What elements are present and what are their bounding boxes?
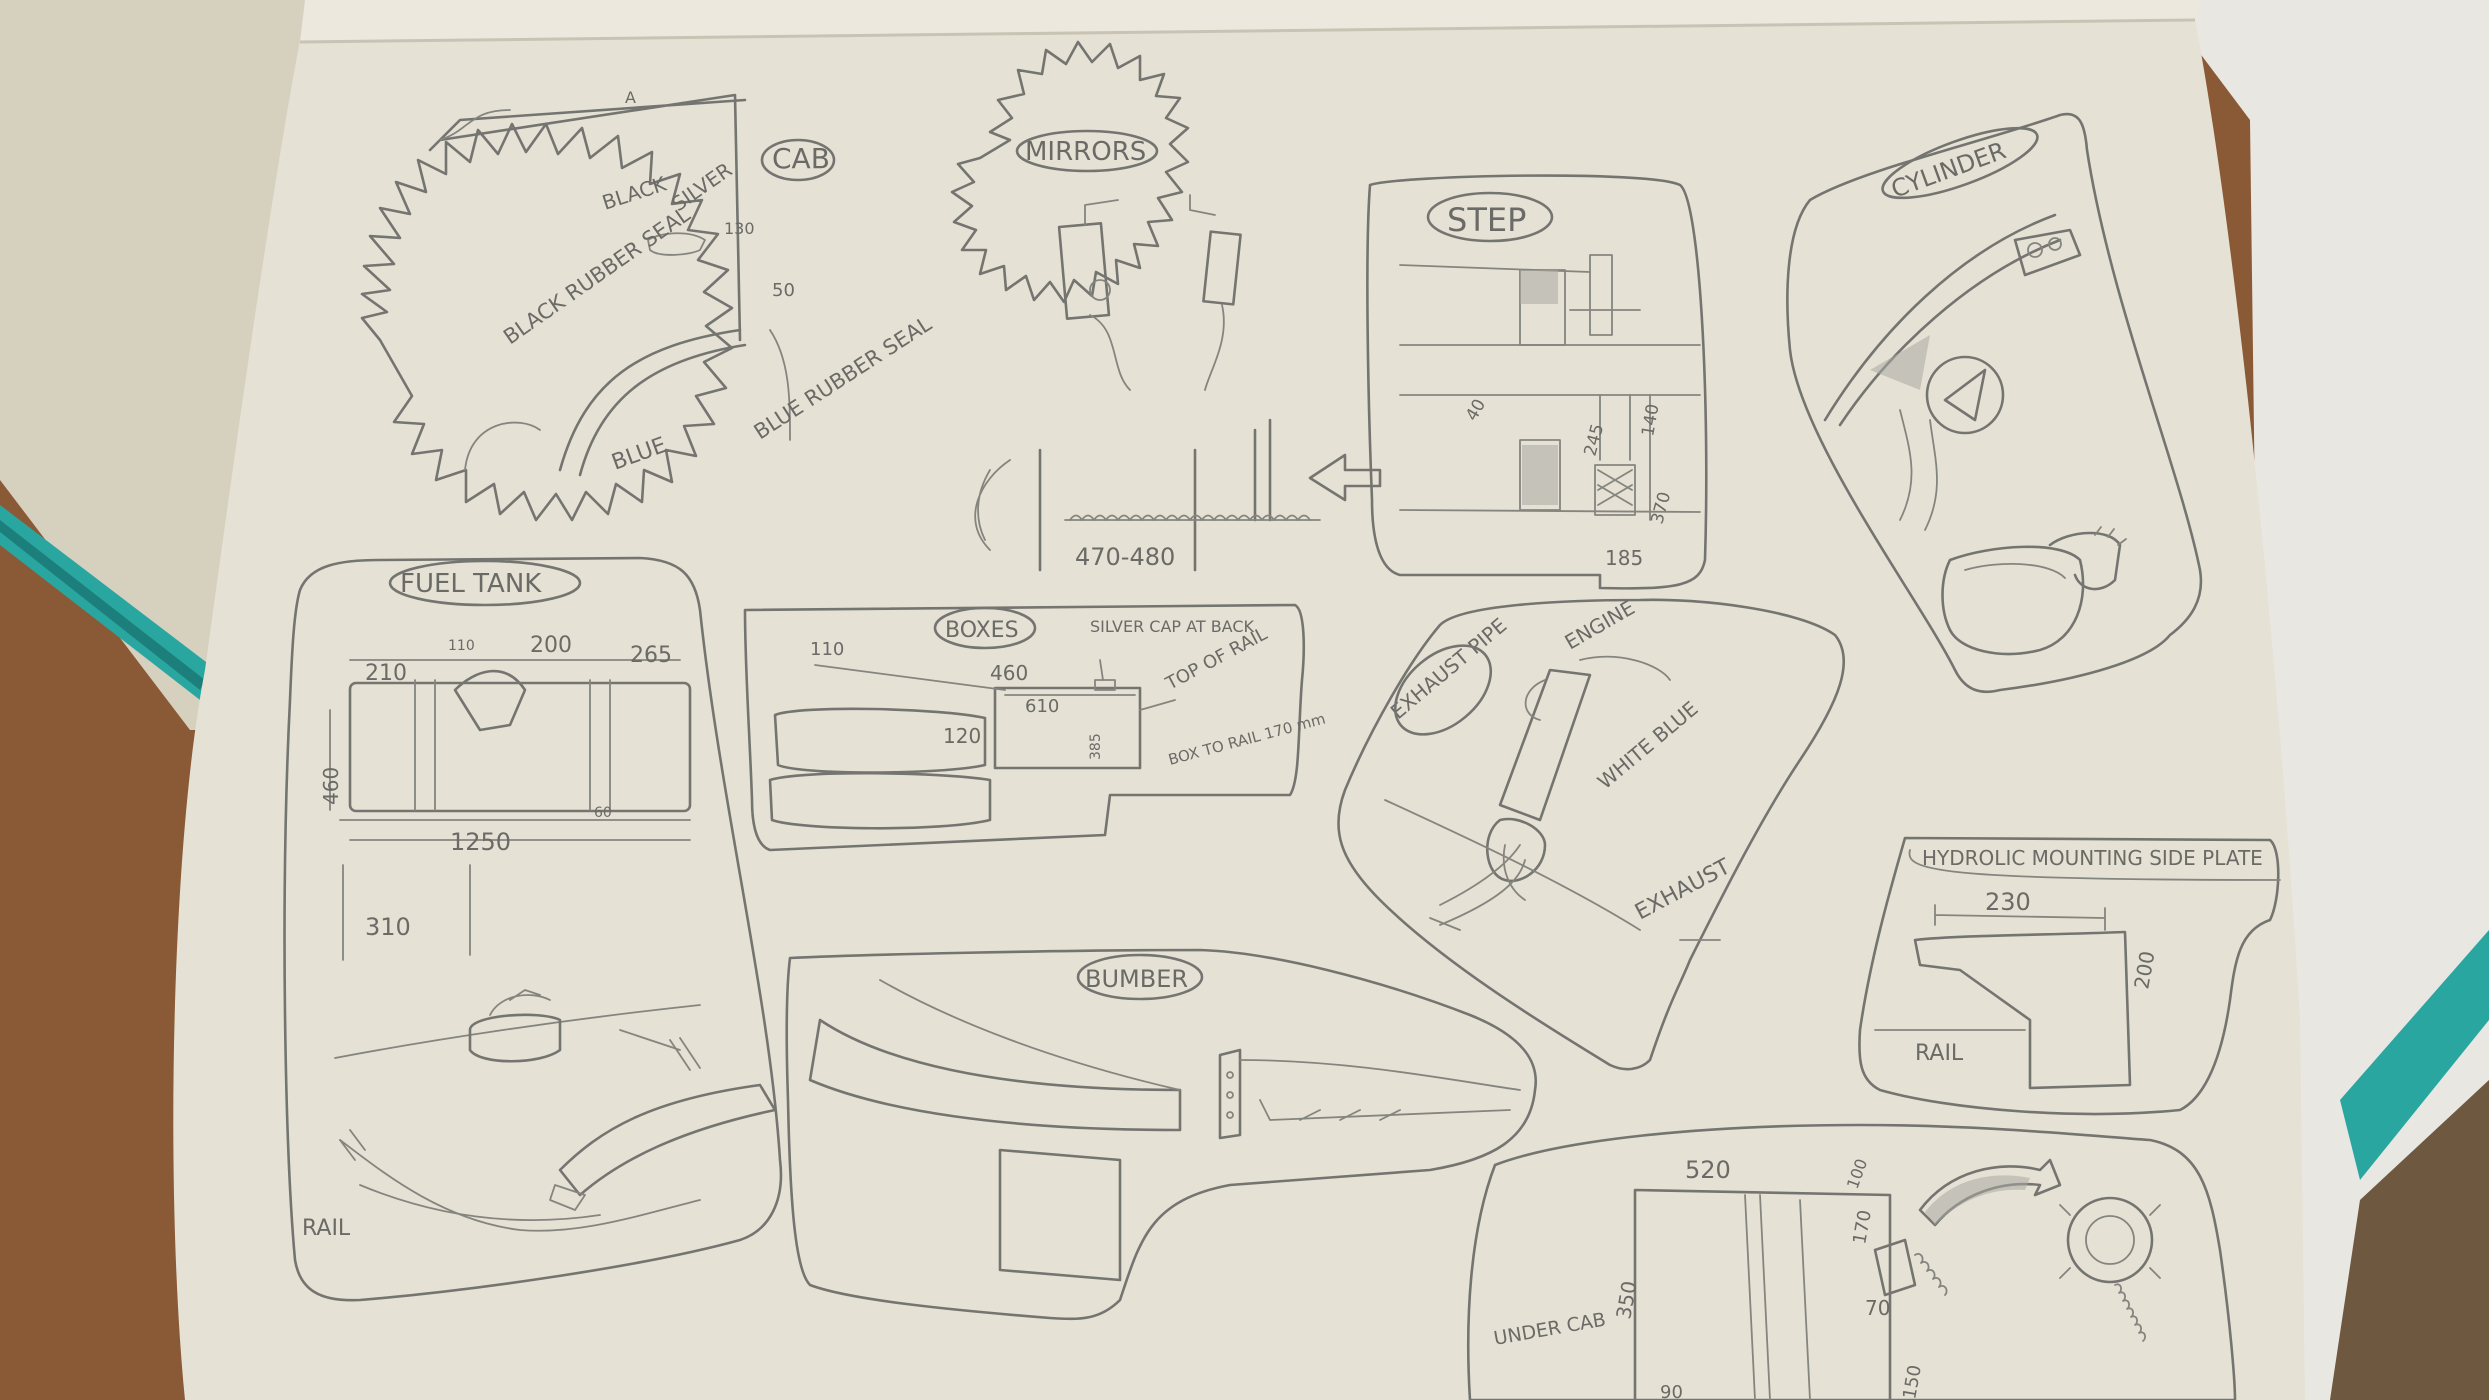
fuel-tank-label-rail: RAIL [302,1216,351,1241]
sketch-step: STEP 40 245 140 370 185 [1366,174,1708,590]
step-outline [1366,174,1708,590]
boxes-label-110: 110 [810,639,844,660]
boxes-label-120: 120 [943,724,981,748]
fuel-tank-label-210: 210 [365,661,407,686]
boxes-outline [743,603,1306,852]
fuel-tank-label-110: 110 [448,638,475,654]
sketch-mirrors: MIRRORS [950,40,1242,391]
cab-spiky-border [360,122,734,522]
fuel-tank-label-265: 265 [630,643,672,668]
boxes-label-460: 460 [990,661,1028,685]
fuel-tank-title: FUEL TANK [400,569,542,599]
cab-label-50: 50 [772,280,795,301]
sketch-bumper: BUMBER [785,948,1538,1321]
under-cab-label-70: 70 [1865,1296,1890,1320]
mirrors-spiky-border [950,40,1190,304]
sketch-truck-front: 470-480 [974,418,1382,572]
fuel-tank-outline [283,556,783,1302]
arrow-icon [1308,453,1382,502]
hydraulic-label-rail: RAIL [1915,1041,1964,1066]
boxes-label-385: 385 [1088,733,1104,760]
hydraulic-outline [1858,836,2280,1116]
hydraulic-title: HYDROLIC MOUNTING SIDE PLATE [1922,846,2263,870]
boxes-label-silver-cap: SILVER CAP AT BACK [1090,617,1255,636]
under-cab-label-90: 90 [1660,1382,1683,1400]
truck-front-label-470-480: 470-480 [1075,543,1175,571]
fuel-tank-label-310: 310 [365,913,411,941]
hydraulic-label-230: 230 [1985,888,2031,916]
sketch-under-cab: 520 100 170 70 350 150 UNDER CAB 90 [1466,1123,2237,1400]
cab-label-a: A [625,88,636,107]
bumper-outline [785,948,1538,1321]
under-cab-label-520: 520 [1685,1156,1731,1184]
boxes-title: BOXES [945,618,1019,643]
step-title: STEP [1447,201,1526,239]
cab-title: CAB [772,142,830,175]
under-cab-outline [1466,1123,2237,1400]
fuel-tank-label-200: 200 [530,633,572,658]
teal-stripe-right [2340,930,2489,1180]
fuel-tank-label-460: 460 [319,767,343,805]
boxes-label-610: 610 [1025,696,1059,717]
sketch-fuel-tank: FUEL TANK 210 110 200 265 460 60 1250 31… [283,556,783,1302]
bumper-title: BUMBER [1085,965,1188,993]
fuel-tank-label-1250: 1250 [450,828,511,856]
cylinder-outline [1786,112,2203,694]
cab-label-130: 130 [724,219,755,238]
sketch-hydraulic: HYDROLIC MOUNTING SIDE PLATE 230 200 RAI… [1858,836,2281,1116]
exhaust-outline [1337,598,1846,1071]
step-label-185: 185 [1605,546,1643,570]
fuel-tank-label-60: 60 [594,805,612,821]
mirrors-title: MIRRORS [1025,137,1146,167]
